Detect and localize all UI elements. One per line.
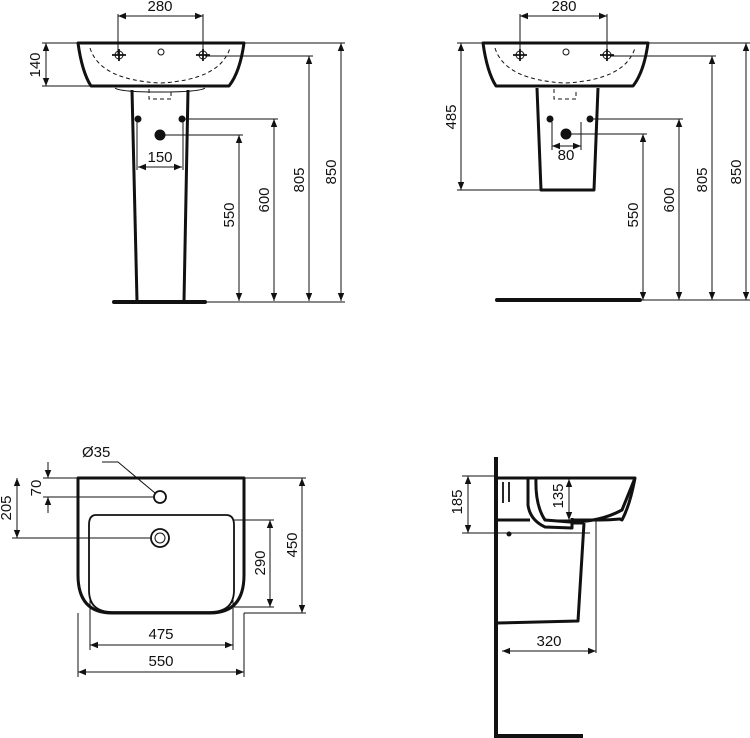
dim-805: 805 bbox=[291, 167, 308, 192]
dim-850: 850 bbox=[323, 159, 340, 184]
dim-550: 550 bbox=[221, 202, 238, 227]
dim-550: 550 bbox=[625, 202, 642, 227]
dim-485: 485 bbox=[443, 104, 460, 129]
dim-600: 600 bbox=[256, 187, 273, 212]
tap-hole bbox=[153, 490, 167, 504]
bowl-outline bbox=[88, 514, 235, 613]
dim-185: 185 bbox=[449, 489, 466, 514]
dim-850: 850 bbox=[728, 159, 745, 184]
dim-450: 450 bbox=[284, 532, 301, 557]
dim-320: 320 bbox=[536, 633, 561, 650]
semi-pedestal-profile bbox=[496, 522, 586, 625]
dim-140: 140 bbox=[27, 52, 44, 77]
basin-outline bbox=[76, 476, 246, 615]
dim-135: 135 bbox=[550, 483, 567, 508]
dim-80: 80 bbox=[558, 147, 575, 164]
dim-475: 475 bbox=[148, 626, 173, 643]
basin-profile bbox=[497, 476, 637, 525]
side-view: 185 135 320 bbox=[449, 457, 637, 738]
dim-70: 70 bbox=[28, 480, 45, 497]
dim-diameter-35: Ø35 bbox=[82, 444, 110, 461]
basin-outline bbox=[76, 41, 246, 88]
wall-and-floor bbox=[494, 457, 583, 738]
dim-290: 290 bbox=[252, 550, 269, 575]
dim-550: 550 bbox=[148, 653, 173, 670]
dim-805: 805 bbox=[694, 167, 711, 192]
dim-280: 280 bbox=[147, 0, 172, 15]
waste-outlet bbox=[150, 528, 170, 548]
dim-205: 205 bbox=[0, 495, 15, 520]
pedestal-front-view: 280 140 150 550 600 805 850 bbox=[27, 0, 345, 304]
dim-280: 280 bbox=[551, 0, 576, 15]
semi-pedestal-outline bbox=[535, 87, 600, 192]
basin-outline bbox=[481, 41, 650, 88]
dim-600: 600 bbox=[661, 187, 678, 212]
pedestal-outline bbox=[130, 89, 190, 302]
dim-150: 150 bbox=[147, 149, 172, 166]
top-view: Ø35 70 205 290 450 475 550 bbox=[0, 444, 306, 677]
semi-pedestal-front-view: 280 485 80 550 600 805 850 bbox=[443, 0, 750, 302]
